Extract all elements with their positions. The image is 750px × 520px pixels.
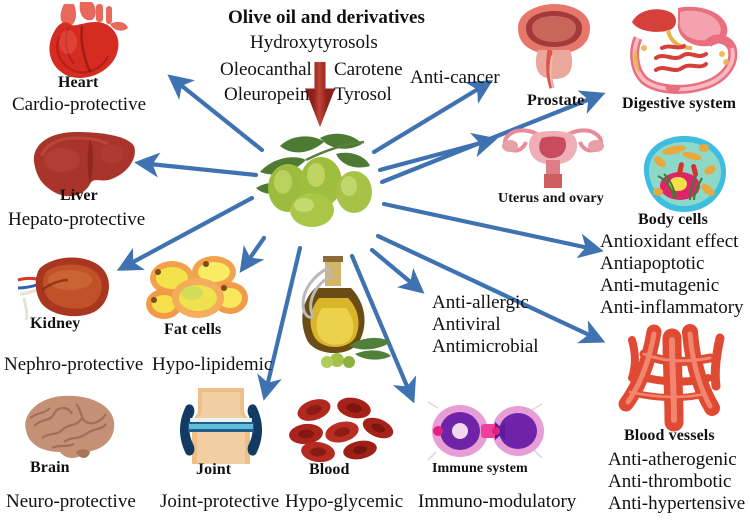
body-cell-icon bbox=[634, 132, 732, 216]
compound-oleuropein: Oleuropein bbox=[224, 84, 310, 105]
callout-anti-inflammatory: Anti-inflammatory bbox=[600, 297, 744, 319]
blood-vessels-icon bbox=[616, 324, 740, 432]
label-bodycells: Body cells bbox=[638, 211, 708, 228]
digestive-system-icon bbox=[622, 4, 746, 94]
heart-icon bbox=[38, 2, 134, 80]
effect-liver: Hepato-protective bbox=[8, 209, 146, 230]
label-digestive: Digestive system bbox=[622, 95, 737, 112]
label-heart: Heart bbox=[58, 74, 99, 91]
effect-immune: Immuno-modulatory bbox=[418, 491, 577, 512]
compound-hydroxytyrosols: Hydroxytyrosols bbox=[250, 32, 378, 53]
effect-heart: Cardio-protective bbox=[12, 94, 147, 115]
callout-antimicrobial-block: Anti-allergic Antiviral Antimicrobial bbox=[432, 292, 539, 358]
compound-tyrosol: Tyrosol bbox=[334, 84, 392, 105]
callout-anti-allergic: Anti-allergic bbox=[432, 292, 529, 313]
kidney-icon bbox=[16, 250, 116, 321]
callout-antioxidant-effect: Antioxidant effect bbox=[600, 231, 739, 252]
figure-title: Olive oil and derivatives bbox=[228, 7, 425, 28]
label-blood: Blood bbox=[309, 461, 350, 478]
label-liver: Liver bbox=[60, 187, 98, 204]
label-prostate: Prostate bbox=[527, 92, 585, 109]
compound-carotene: Carotene bbox=[334, 59, 403, 80]
effect-blood: Hypo-glycemic bbox=[285, 491, 404, 512]
effect-fatcells: Hypo-lipidemic bbox=[152, 354, 273, 375]
label-fatcells: Fat cells bbox=[164, 321, 222, 338]
olives-icon bbox=[250, 128, 380, 228]
effect-kidney: Nephro-protective bbox=[4, 354, 144, 375]
red-down-arrow bbox=[304, 62, 336, 128]
callout-bodycells-block: Antioxidant effect Antiapoptotic Anti-mu… bbox=[600, 231, 744, 319]
brain-icon bbox=[16, 390, 122, 464]
liver-icon bbox=[28, 126, 138, 200]
callout-anti-thrombotic: Anti-thrombotic bbox=[608, 471, 732, 493]
label-uterus: Uterus and ovary bbox=[498, 191, 604, 206]
callout-antimicrobial: Antimicrobial bbox=[432, 336, 539, 358]
uterus-ovary-icon bbox=[498, 126, 608, 188]
immune-system-icon bbox=[426, 401, 544, 462]
olive-oil-bottle-icon bbox=[285, 250, 395, 370]
callout-anti-cancer: Anti-cancer bbox=[410, 67, 500, 88]
prostate-icon bbox=[508, 4, 598, 90]
joint-icon bbox=[178, 388, 264, 468]
callout-anti-mutagenic: Anti-mutagenic bbox=[600, 275, 720, 297]
label-kidney: Kidney bbox=[30, 315, 81, 332]
label-immune: Immune system bbox=[432, 461, 528, 476]
fat-cells-icon bbox=[146, 256, 250, 328]
callout-antiviral: Antiviral bbox=[432, 314, 501, 336]
callout-anti-atherogenic: Anti-atherogenic bbox=[608, 449, 737, 470]
compound-oleocanthal: Oleocanthal bbox=[220, 59, 312, 80]
label-vessels: Blood vessels bbox=[624, 427, 715, 444]
callout-antiapoptotic: Antiapoptotic bbox=[600, 253, 705, 275]
blood-cells-icon bbox=[288, 397, 398, 463]
effect-joint: Joint-protective bbox=[160, 491, 280, 512]
callout-vessels-block: Anti-atherogenic Anti-thrombotic Anti-hy… bbox=[608, 449, 745, 515]
callout-anti-hypertensive: Anti-hypertensive bbox=[608, 493, 746, 515]
effect-brain: Neuro-protective bbox=[6, 491, 136, 512]
label-brain: Brain bbox=[30, 459, 70, 476]
label-joint: Joint bbox=[196, 461, 232, 478]
